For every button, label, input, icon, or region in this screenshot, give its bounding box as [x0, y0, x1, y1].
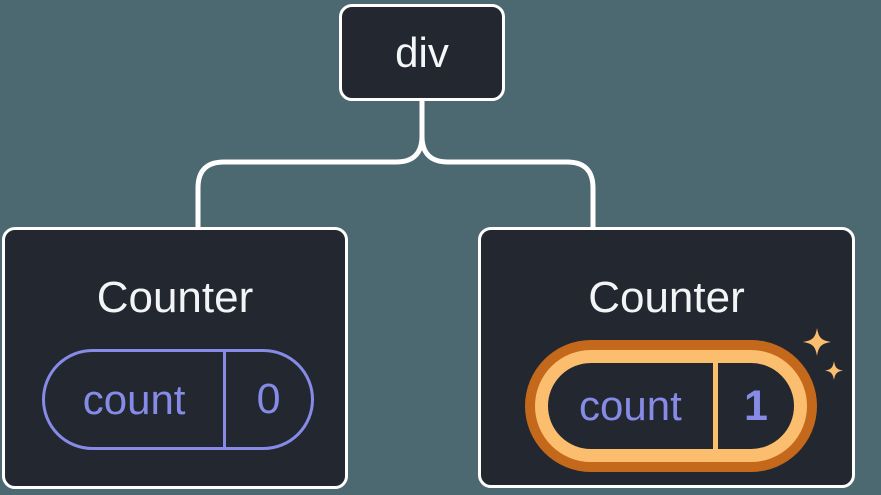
tree-node-counter-1: Counter count 0 — [2, 227, 348, 489]
connector-branch-left — [195, 133, 425, 233]
state-value: 1 — [743, 381, 768, 430]
state-value: 0 — [256, 375, 281, 423]
sparkle-large — [803, 328, 831, 356]
state-key-label: count — [45, 352, 227, 447]
tree-node-counter-2: Counter count 1 — [478, 227, 855, 488]
tree-node-div: div — [339, 4, 505, 101]
sparkle-small — [825, 361, 843, 380]
div-node-label: div — [395, 28, 449, 76]
state-key-label: count — [548, 363, 718, 449]
sparkles-icon — [803, 328, 843, 380]
counter-title: Counter — [588, 273, 745, 322]
connector-branch-right — [419, 133, 596, 233]
counter-title: Counter — [96, 273, 254, 322]
state-pill-highlighted: count 1 — [535, 350, 807, 462]
state-pill: count 0 — [42, 349, 314, 450]
